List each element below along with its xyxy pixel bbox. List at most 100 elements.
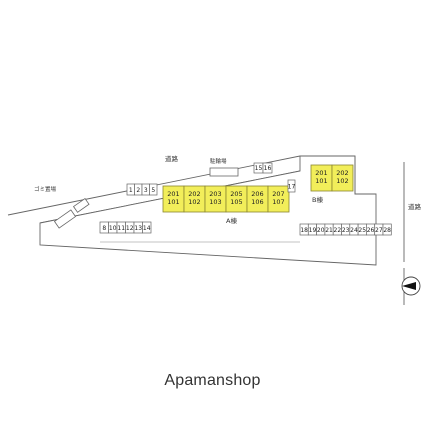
brand-logo-text: Apamanshop	[164, 372, 261, 389]
parking-small-slot: 3	[141, 183, 150, 196]
parking-17-slot-box	[287, 179, 296, 193]
parking-left-slot: 11	[116, 221, 126, 234]
building-a-unit-upper: 203	[209, 190, 221, 198]
parking-left-slot: 13	[133, 221, 143, 234]
building-a-unit-upper: 205	[230, 190, 242, 198]
bicycle-parking-area	[209, 167, 239, 177]
building-b-unit-upper: 202	[336, 169, 348, 177]
north-arrow-pointer	[402, 282, 416, 290]
parking-left-slot-box	[142, 221, 152, 234]
parking-top-slot-number: 16	[264, 165, 272, 172]
parking-right-slot-number: 24	[350, 227, 358, 234]
parking-right-slot: 22	[332, 223, 342, 236]
garbage-box-2	[72, 197, 90, 213]
parking-left-slot-number: 10	[109, 225, 117, 232]
building-b-unit-upper: 201	[315, 169, 327, 177]
building-a-unit-lower: 105	[230, 198, 242, 206]
building-b-unit-box	[331, 164, 354, 192]
building-a-unit-upper: 201	[167, 190, 179, 198]
garbage-area	[53, 197, 90, 229]
parking-right-slot: 23	[341, 223, 351, 236]
building-a-unit-box	[267, 185, 290, 213]
parking-small-slot-number: 3	[144, 187, 148, 194]
building-a-unit-upper: 202	[188, 190, 200, 198]
parking-top-slot-number: 15	[255, 165, 263, 172]
parking-left-slot: 10	[108, 221, 118, 234]
parking-right-slot: 20	[316, 223, 326, 236]
parking-left-slot-number: 12	[126, 225, 134, 232]
building-a-label: A棟	[226, 216, 237, 225]
parking-top-slot-box	[262, 162, 273, 174]
parking-left-slot: 8	[99, 221, 109, 234]
building-a-unit-lower: 103	[209, 198, 221, 206]
parking-17-slot: 17	[287, 179, 296, 193]
corner-lot	[354, 156, 376, 195]
parking-right-slot-number: 22	[334, 227, 342, 234]
parking-small-slot-number: 1	[129, 187, 133, 194]
parking-left-slot-number: 13	[134, 225, 142, 232]
building-a-unit-lower: 101	[167, 198, 179, 206]
parking-right-slot: 27	[374, 223, 384, 236]
parking-top-slot: 15	[253, 162, 264, 174]
parking-small-slot: 1	[126, 183, 135, 196]
parking-right-slot-number: 28	[383, 227, 391, 234]
parking-right-slot-number: 26	[367, 227, 375, 234]
parking-right-slot-number: 18	[300, 227, 308, 234]
parking-right-slot: 26	[366, 223, 376, 236]
parking-small-slot-box	[149, 183, 158, 196]
parking-right-slot-number: 23	[342, 227, 350, 234]
parking-left-slot-number: 11	[117, 225, 125, 232]
building-b-unit-lower: 101	[315, 177, 327, 185]
parking-small-slot: 5	[149, 183, 158, 196]
building-a-unit-lower: 106	[251, 198, 263, 206]
bicycle-parking-label: 駐輪場	[210, 157, 227, 165]
parking-right-slot: 25	[357, 223, 367, 236]
parking-small-slot: 2	[134, 183, 143, 196]
parking-17: 17	[287, 179, 296, 193]
parking-right-slot: 24	[349, 223, 359, 236]
building-b-unit-lower: 102	[336, 177, 348, 185]
garbage-box-1	[53, 209, 77, 229]
parking-right-slot: 18	[299, 223, 309, 236]
parking-right-slot: 28	[382, 223, 392, 236]
parking-top-slot: 16	[262, 162, 273, 174]
parking-left-slot-number: 14	[143, 225, 151, 232]
building-a-unit-upper: 207	[272, 190, 284, 198]
parking-small-slot-number: 5	[151, 187, 155, 194]
parking-left-slot: 14	[142, 221, 152, 234]
parking-right-slot-number: 21	[325, 227, 333, 234]
parking-right-slot: 21	[324, 223, 334, 236]
parking-17-slot-number: 17	[288, 184, 296, 191]
parking-small-slot-number: 2	[136, 187, 140, 194]
parking-right-slot-box	[382, 223, 392, 236]
parking-right-slot-number: 25	[358, 227, 366, 234]
building-b-label: B棟	[312, 195, 323, 204]
building-a-unit-upper: 206	[251, 190, 263, 198]
building-a-unit-lower: 102	[188, 198, 200, 206]
parking-right-slot: 19	[307, 223, 317, 236]
north-arrow-icon	[401, 276, 421, 296]
parking-left-slot-number: 8	[102, 225, 106, 232]
building-a-unit-lower: 107	[272, 198, 284, 206]
parking-left-slot: 12	[125, 221, 135, 234]
parking-right-slot-number: 19	[309, 227, 317, 234]
parking-right-slot-number: 20	[317, 227, 325, 234]
road-label-top: 道路	[165, 154, 179, 163]
parking-right-slot-number: 27	[375, 227, 383, 234]
garbage-label: ゴミ置場	[34, 185, 57, 193]
